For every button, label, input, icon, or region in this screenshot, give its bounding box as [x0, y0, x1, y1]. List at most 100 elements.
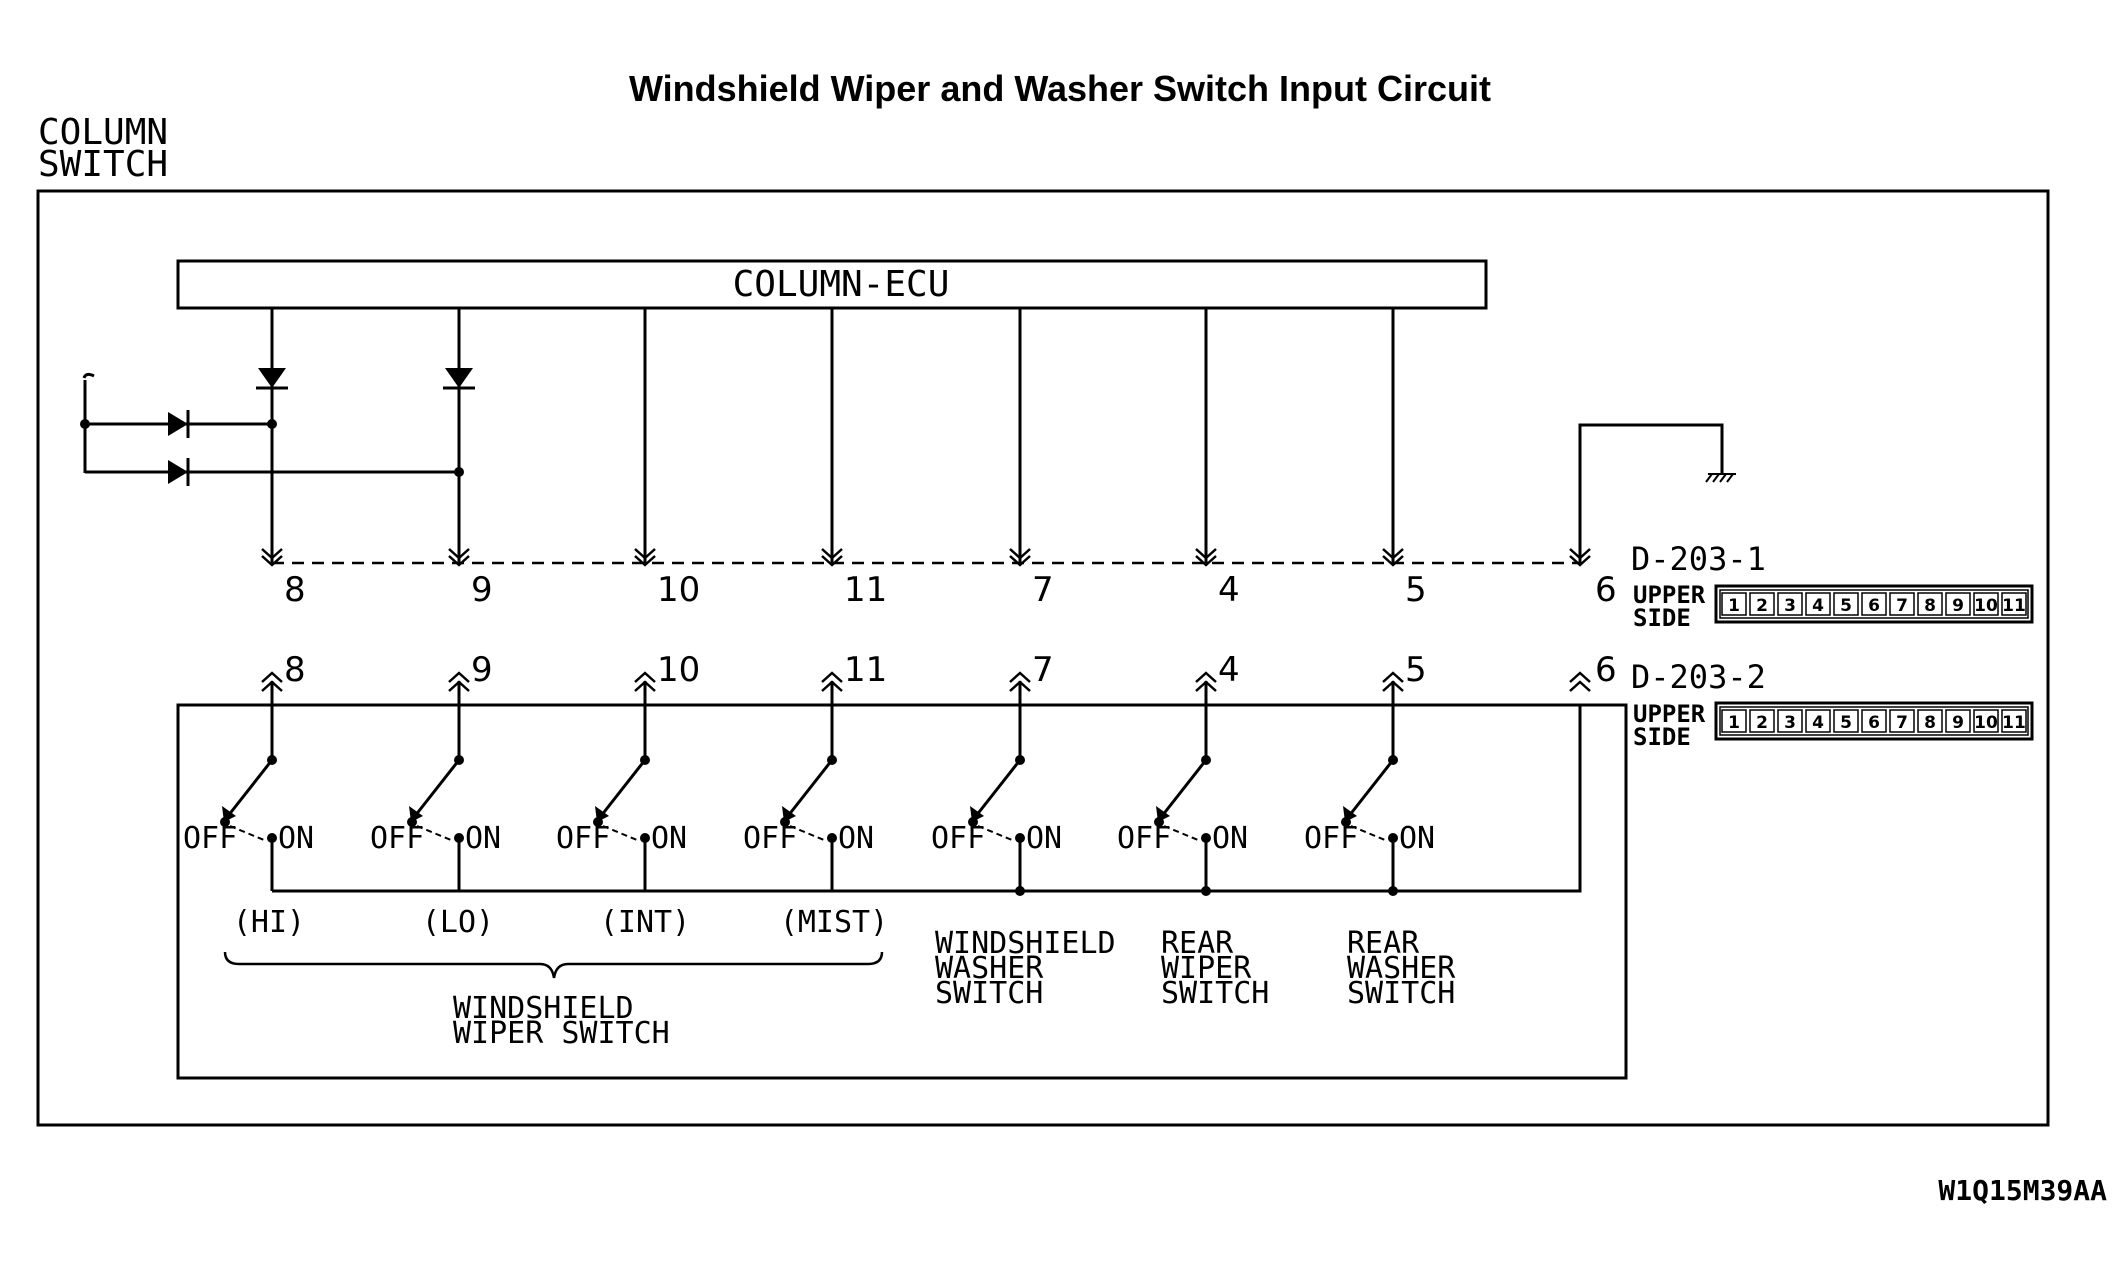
switch-dash [789, 825, 825, 841]
connector-chevron [1195, 555, 1217, 567]
connector-pin-cell [1945, 709, 1971, 733]
connector-chevron [1569, 548, 1591, 560]
connector-pin-cell [1973, 709, 1999, 733]
connector-chevron [634, 680, 656, 692]
switch-on-label: ON [1399, 821, 1435, 856]
connector-pin-number: 3 [1784, 596, 1796, 616]
switch: OFF ON [1117, 755, 1248, 896]
switch-on-label: ON [651, 821, 687, 856]
connector-pin-number: 8 [1924, 713, 1936, 733]
connector-chevron [1009, 548, 1031, 560]
rear-wiper-switch-label-line2: WIPER [1161, 951, 1252, 986]
switch-off-label: OFF [931, 821, 985, 856]
switch-dash [602, 825, 638, 841]
pin-label-lower: 4 [1218, 650, 1240, 690]
connector-pin-number: 7 [1896, 596, 1908, 616]
connector-pin-cell [1917, 709, 1943, 733]
position-label-mist: (MIST) [780, 905, 888, 940]
pin-label-upper: 9 [471, 570, 493, 610]
connector-pin-number: 2 [1756, 596, 1768, 616]
connector-pin-number: 3 [1784, 713, 1796, 733]
switch-off-label: OFF [370, 821, 424, 856]
switch-dash [416, 825, 452, 841]
pin-label-lower: 7 [1032, 650, 1054, 690]
junction-dot [1015, 886, 1025, 896]
connector-pin-number: 10 [1974, 713, 1998, 733]
switch-lever [974, 759, 1022, 817]
connector-d203-2-side-line1: UPPER [1633, 700, 1706, 728]
connector-chevron [634, 548, 656, 560]
wiper-switch-label-line1: WINDSHIELD [453, 991, 634, 1026]
ground-pin-chevrons [1569, 548, 1591, 692]
ground-pin-label-lower: 6 [1595, 650, 1617, 690]
switch-off-label: OFF [1117, 821, 1171, 856]
connector-pin-number: 4 [1812, 713, 1824, 733]
pin-label-lower: 9 [471, 650, 493, 690]
ground-wire [272, 423, 1724, 893]
switch-off-contact [1341, 817, 1351, 827]
connector-pin-cell [1833, 709, 1859, 733]
pin-label-upper: 11 [844, 570, 887, 610]
wiper-switch-label-line2: WIPER SWITCH [453, 1016, 670, 1051]
diode-icon [168, 410, 190, 438]
switch-off-label: OFF [556, 821, 610, 856]
position-label-int: (INT) [600, 905, 690, 940]
switch-dash [977, 825, 1013, 841]
connector-pin-number: 5 [1840, 713, 1852, 733]
connector-chevron [1569, 671, 1591, 683]
connector-pin-cell [1945, 592, 1971, 616]
connector-d203-2-side-line2: SIDE [1633, 723, 1691, 751]
switch-lever [1347, 759, 1395, 817]
connector-chevron [261, 548, 283, 560]
connector-pin-number: 6 [1868, 596, 1880, 616]
junction-dot [1388, 886, 1398, 896]
pin-label-lower: 8 [284, 650, 306, 690]
connector-outline [1714, 701, 2034, 741]
switch-lever [1160, 759, 1208, 817]
ground-pin-label-upper: 6 [1595, 570, 1617, 610]
connector-pin-cell [1889, 709, 1915, 733]
switch-off-contact [593, 817, 603, 827]
connector-pin-number: 4 [1812, 596, 1824, 616]
switch-on-label: ON [1212, 821, 1248, 856]
switch: OFF ON [556, 755, 687, 891]
connector-chevron [1382, 680, 1404, 692]
connector-pin-number: 10 [1974, 596, 1998, 616]
column-ecu-label: COLUMN-ECU [733, 264, 950, 305]
pin-label-lower: 10 [657, 650, 700, 690]
switch-lever [413, 759, 461, 817]
connector-chevron [821, 548, 843, 560]
pin-label-lower: 5 [1405, 650, 1427, 690]
connector-pin-number: 1 [1728, 713, 1740, 733]
connector-pin-number: 8 [1924, 596, 1936, 616]
connector-pin-cell [1917, 592, 1943, 616]
connector-pin-cell [1749, 709, 1775, 733]
switch-off-contact [220, 817, 230, 827]
switch-on-label: ON [278, 821, 314, 856]
switch-dash [1350, 825, 1386, 841]
connector-d203-1-side-line1: UPPER [1633, 581, 1706, 609]
connector-chevron [1195, 548, 1217, 560]
connector-chevron [1009, 680, 1031, 692]
connector-chevron [821, 555, 843, 567]
connector-inner [1719, 706, 2029, 736]
connector-pin-number: 2 [1756, 713, 1768, 733]
junction-dot [1201, 886, 1211, 896]
pin-label-upper: 10 [657, 570, 700, 610]
switch-dash [1163, 825, 1199, 841]
switch-on-label: ON [1026, 821, 1062, 856]
connector-pin-number: 1 [1728, 596, 1740, 616]
switch-dash [229, 825, 265, 841]
connector-outline [1714, 584, 2034, 624]
switch-off-contact [407, 817, 417, 827]
switch-off-contact [968, 817, 978, 827]
connector-chevron [821, 671, 843, 683]
column-switch-label-line1: COLUMN [38, 112, 168, 153]
position-label-hi: (HI) [233, 905, 305, 940]
connector-chevron [1195, 671, 1217, 683]
switch-off-label: OFF [743, 821, 797, 856]
